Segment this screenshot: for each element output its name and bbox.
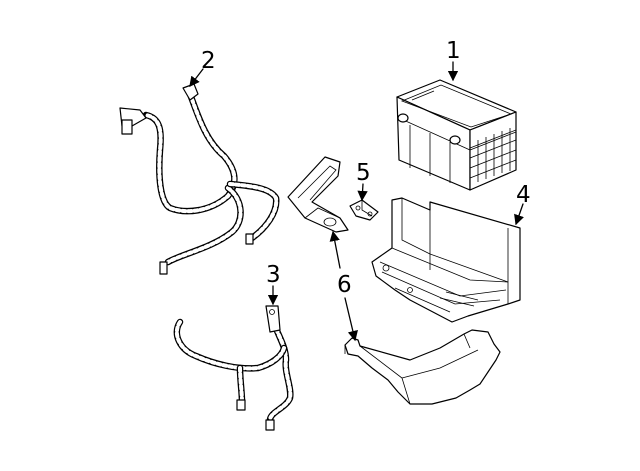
- negative-cable: [173, 305, 294, 431]
- callout-labels: 1 2 3 4 5 6: [201, 38, 531, 298]
- callout-3: 3: [266, 262, 281, 288]
- bracket-clip: [349, 199, 379, 221]
- battery-tray: [371, 197, 521, 323]
- battery-cover: [344, 329, 501, 405]
- callout-5: 5: [356, 160, 371, 186]
- callout-2: 2: [201, 48, 216, 74]
- callout-1: 1: [446, 38, 461, 64]
- callout-4: 4: [516, 182, 531, 208]
- callout-leaders: [189, 61, 524, 342]
- battery-side-grid: [469, 128, 517, 182]
- callout-6: 6: [337, 272, 352, 298]
- hold-down-block: [287, 156, 349, 233]
- battery: [396, 79, 517, 191]
- positive-cable: [119, 83, 280, 275]
